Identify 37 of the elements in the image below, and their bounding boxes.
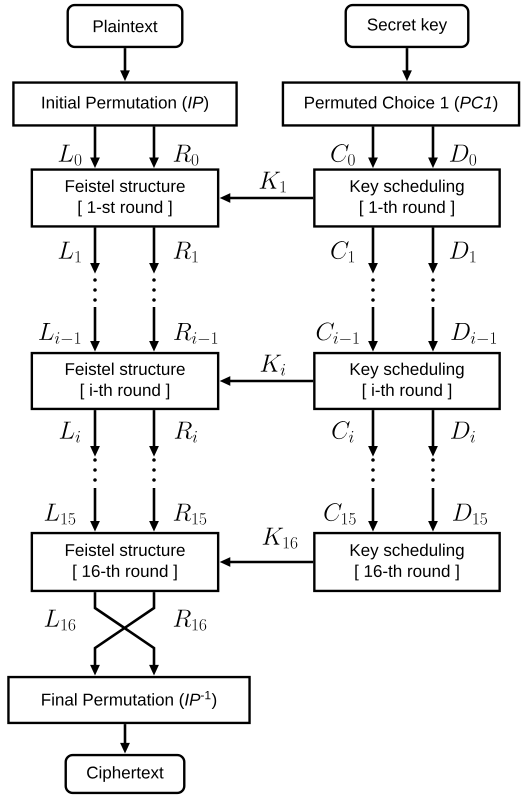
edge-label: $C_0$ (331, 144, 355, 166)
edge-label: $R_i$ (174, 422, 197, 442)
edge-label: $K_i$ (260, 354, 286, 376)
edge-label: $K_1$ (260, 172, 286, 192)
edge-label: $C_1$ (331, 241, 354, 262)
process-box: Feistel structure [ 16-th round ] (30, 532, 220, 592)
edge-label: $C_{i-1}$ (316, 322, 359, 344)
process-box: Initial Permutation (IP) (12, 81, 238, 127)
edge-label: $R_0$ (174, 144, 198, 166)
edge-label: $R_1$ (174, 242, 198, 262)
edge-label: $L_1$ (58, 242, 81, 262)
terminal-box: Ciphertext (64, 754, 186, 794)
process-box: Feistel structure [ 1-st round ] (30, 168, 220, 228)
edge-label: $L_0$ (58, 144, 82, 166)
edge-label: $C_{15}$ (324, 503, 356, 525)
edge-label: $D_{i-1}$ (451, 322, 496, 344)
process-box: Final Permutation (IP$^{-1}$) (7, 676, 251, 724)
edge-label: $L_{i-1}$ (39, 322, 80, 344)
process-box: Key scheduling [ i-th round ] (313, 352, 501, 410)
edge-label: $D_1$ (450, 242, 476, 262)
terminal-box: Plaintext (66, 4, 184, 48)
edge-label: $R_{15}$ (174, 504, 206, 525)
edge-label: $R_{16}$ (174, 610, 206, 631)
terminal-box: Secret key (344, 4, 470, 48)
edge-label: $L_{15}$ (44, 504, 76, 525)
edge-label: $C_i$ (332, 421, 354, 442)
edge-label: $D_i$ (450, 422, 475, 442)
edge-label: $D_{15}$ (452, 504, 487, 525)
process-box: Feistel structure [ i-th round ] (30, 352, 220, 410)
process-box: Key scheduling [ 16-th round ] (313, 532, 501, 592)
edge-label: $R_{i-1}$ (174, 322, 218, 344)
process-box: Permuted Choice 1 (PC1) (282, 81, 520, 127)
process-box: Key scheduling [ 1-th round ] (313, 168, 501, 228)
edge-label: $K_{16}$ (262, 528, 298, 549)
edge-label: $D_0$ (450, 144, 476, 166)
edge-label: $L_{16}$ (44, 610, 76, 631)
edge-label: $L_i$ (60, 422, 80, 442)
